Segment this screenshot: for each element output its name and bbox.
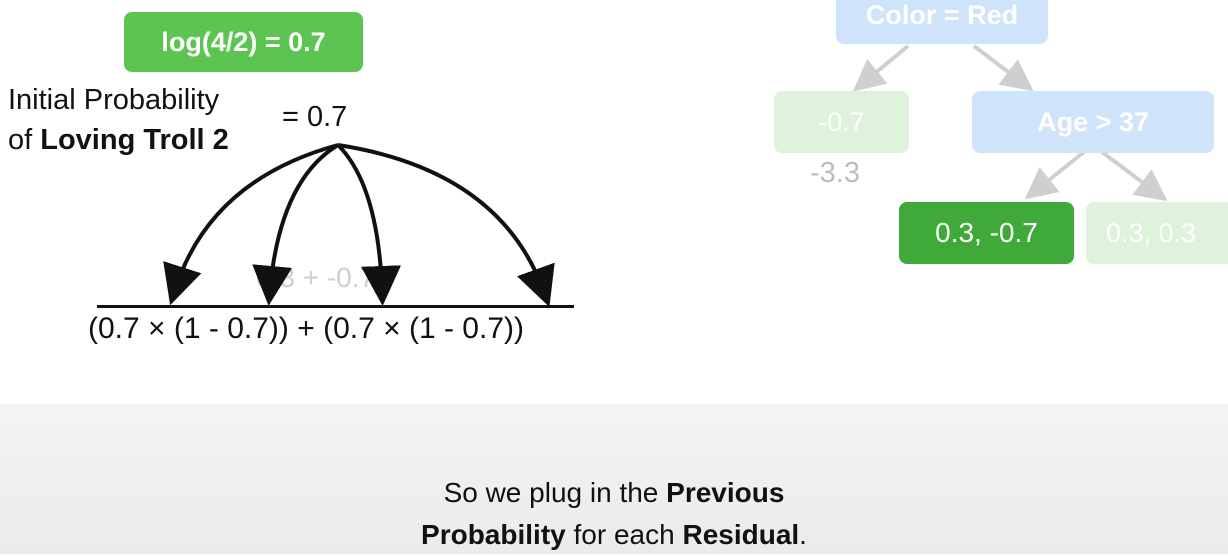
initial-label-prefix: of	[8, 124, 41, 156]
caption-line2-end: .	[799, 519, 807, 550]
caption-line2: Probability for each Residual.	[0, 514, 1228, 556]
caption-line2-bold1: Probability	[421, 519, 566, 550]
tree-leaf-active: 0.3, -0.7	[899, 202, 1074, 264]
initial-label-line2: of Loving Troll 2	[8, 120, 229, 160]
arrow-to-first-prob	[163, 143, 339, 306]
caption: So we plug in the Previous Probability f…	[0, 472, 1228, 556]
arrow-to-third-prob	[336, 143, 402, 306]
caption-band	[0, 404, 1228, 554]
tree-arrow-age-left	[1024, 150, 1086, 200]
log-odds-badge: log(4/2) = 0.7	[124, 12, 363, 72]
equals-value: = 0.7	[282, 101, 348, 133]
initial-label-line1: Initial Probability	[8, 84, 220, 116]
caption-line1-text: So we plug in the	[443, 477, 667, 508]
tree-arrow-root-right	[972, 44, 1034, 92]
tree-arrow-age-right	[1100, 150, 1168, 202]
arrow-to-fourth-prob	[337, 143, 555, 308]
tree-left-leaf: -0.7	[774, 91, 909, 153]
initial-probability-label: Initial Probability of Loving Troll 2	[8, 80, 229, 160]
tree-arrow-root-left	[852, 44, 910, 92]
tree-age-node: Age > 37	[972, 91, 1214, 153]
initial-label-bold: Loving Troll 2	[40, 124, 229, 156]
caption-line1-bold: Previous	[666, 477, 785, 508]
tree-leaf-faded: 0.3, 0.3	[1086, 202, 1228, 264]
caption-line1: So we plug in the Previous	[0, 472, 1228, 514]
caption-line2-text: for each	[565, 519, 683, 550]
caption-line2-bold2: Residual	[682, 519, 800, 550]
tree-root-node: Color = Red	[836, 0, 1048, 44]
denominator: (0.7 × (1 - 0.7)) + (0.7 × (1 - 0.7))	[88, 312, 524, 345]
tree-left-leaf-output: -3.3	[810, 157, 860, 189]
arrow-to-second-prob	[252, 143, 340, 306]
fraction-bar	[97, 305, 574, 308]
